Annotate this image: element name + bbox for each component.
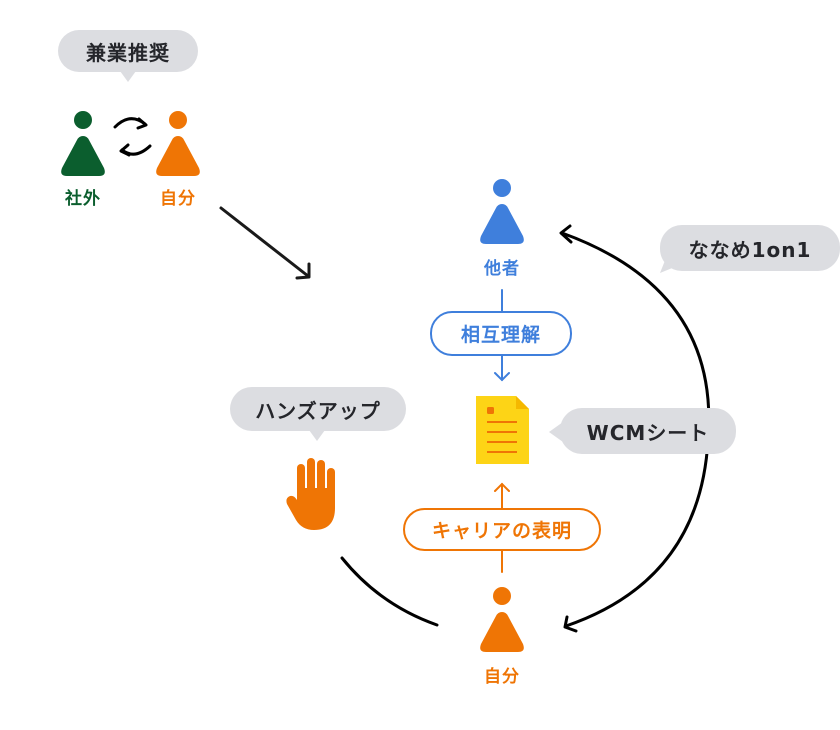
raised-hand-icon bbox=[286, 458, 335, 530]
self-person-label: 自分 bbox=[484, 667, 520, 687]
career-statement-text: キャリアの表明 bbox=[431, 520, 572, 542]
exchange-arrows-icon bbox=[113, 117, 152, 157]
person-icon bbox=[480, 587, 524, 652]
mutual-understanding-text: 相互理解 bbox=[460, 324, 541, 346]
bubble-hands-up: ハンズアップ bbox=[230, 387, 406, 431]
bubble-wcm-text: WCMシート bbox=[586, 420, 710, 445]
bubble-hands-up-text: ハンズアップ bbox=[255, 398, 381, 423]
bubble-hands-up-tail bbox=[309, 430, 325, 441]
diagonal-arrow bbox=[219, 206, 311, 280]
blue-connector bbox=[494, 289, 510, 382]
person-external-label: 社外 bbox=[65, 189, 101, 209]
career-statement-pill: キャリアの表明 bbox=[403, 508, 601, 551]
person-self-top-label: 自分 bbox=[160, 189, 196, 209]
bubble-diagonal-1on1-text: ななめ1on1 bbox=[688, 237, 812, 262]
other-person-label: 他者 bbox=[484, 259, 520, 279]
bubble-side-job-tail bbox=[120, 71, 136, 82]
person-icon bbox=[480, 179, 524, 244]
bubble-side-job-text: 兼業推奨 bbox=[86, 40, 170, 65]
bubble-diagonal-1on1-tail bbox=[660, 258, 682, 273]
bubble-diagonal-1on1: ななめ1on1 bbox=[660, 225, 840, 271]
bubble-wcm-tail bbox=[549, 422, 563, 442]
mutual-understanding-pill: 相互理解 bbox=[430, 311, 572, 356]
person-icon bbox=[156, 111, 200, 176]
hands-up-arc bbox=[340, 556, 439, 627]
orange-connector bbox=[494, 482, 510, 573]
document-icon bbox=[476, 396, 529, 464]
person-icon bbox=[61, 111, 105, 176]
bubble-wcm-sheet: WCMシート bbox=[560, 408, 736, 454]
bubble-side-job: 兼業推奨 bbox=[58, 30, 198, 72]
